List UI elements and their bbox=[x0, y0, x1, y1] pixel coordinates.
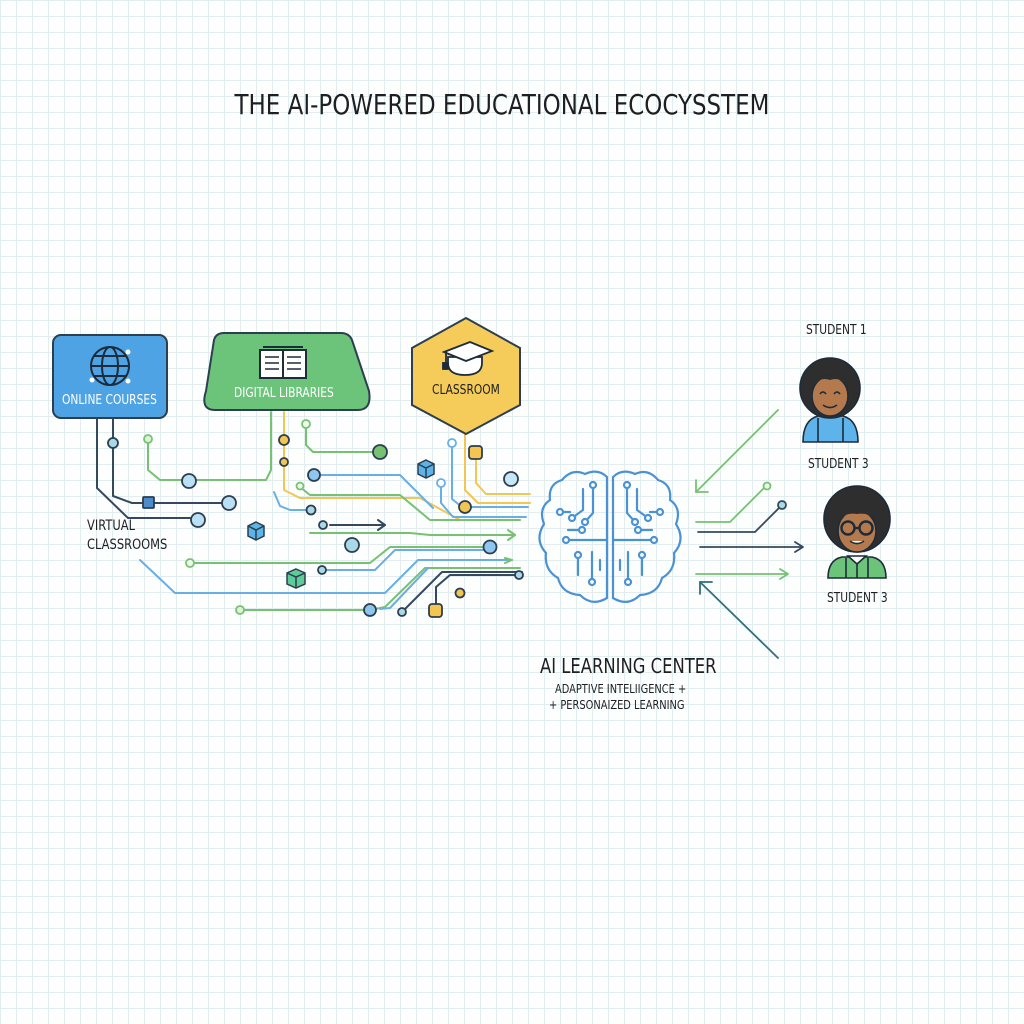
floating-student-label: STUDENT 3 bbox=[808, 457, 869, 472]
ai-learning-center-subtitle-line1: ADAPTIVE INTELIIGENCE + bbox=[555, 682, 687, 696]
ai-learning-center-title: AI LEARNING CENTER bbox=[540, 654, 717, 678]
globe-icon bbox=[89, 346, 131, 386]
cube-icon bbox=[247, 521, 265, 541]
classroom-label: CLASSROOM bbox=[432, 383, 500, 398]
circuit-brain-icon bbox=[538, 470, 682, 603]
student-1-label: STUDENT 1 bbox=[806, 323, 867, 338]
digital-libraries-node[interactable] bbox=[203, 332, 371, 411]
open-book-icon bbox=[259, 346, 307, 379]
connection-lines bbox=[96, 411, 531, 613]
graduation-cap-icon bbox=[441, 341, 495, 376]
student-avatar-icon[interactable] bbox=[799, 357, 861, 443]
online-courses-label: ONLINE COURSES bbox=[62, 393, 157, 408]
student-3-label: STUDENT 3 bbox=[827, 591, 888, 606]
connection-dots bbox=[107, 419, 524, 618]
ai-learning-center-subtitle-line2: + PERSONAIZED LEARNING bbox=[549, 698, 685, 712]
diagram-title: THE AI-POWERED EDUCATIONAL ECOCYSSTEM bbox=[234, 88, 770, 121]
student-connection-arrows bbox=[695, 409, 804, 659]
cube-icon bbox=[286, 568, 306, 589]
digital-libraries-label: DIGITAL LIBRARIES bbox=[234, 386, 334, 401]
virtual-classrooms-label: VIRTUAL CLASSROOMS bbox=[87, 518, 168, 553]
cube-icon bbox=[417, 459, 435, 479]
online-courses-node[interactable] bbox=[52, 334, 168, 419]
classroom-node[interactable] bbox=[411, 316, 521, 436]
student-with-glasses-avatar-icon[interactable] bbox=[823, 485, 891, 579]
